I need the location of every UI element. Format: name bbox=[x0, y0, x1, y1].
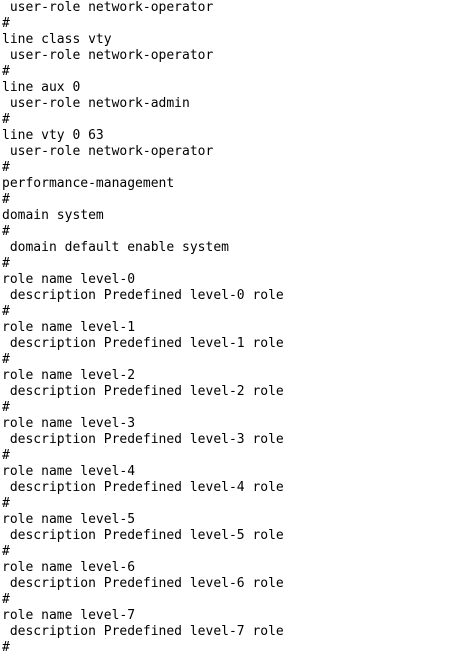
config-line: user-role network-operator bbox=[2, 48, 214, 63]
config-line: # bbox=[2, 64, 10, 79]
config-line: description Predefined level-5 role bbox=[2, 528, 284, 543]
config-line: role name level-1 bbox=[2, 320, 136, 335]
config-line: user-role network-admin bbox=[2, 96, 190, 111]
config-line: role name level-6 bbox=[2, 560, 136, 575]
config-line: # bbox=[2, 112, 10, 127]
config-line: # bbox=[2, 544, 10, 559]
config-line: # bbox=[2, 224, 10, 239]
config-line: role name level-3 bbox=[2, 416, 136, 431]
config-line: description Predefined level-0 role bbox=[2, 288, 284, 303]
config-line: description Predefined level-6 role bbox=[2, 576, 284, 591]
config-line: user-role network-operator bbox=[2, 144, 214, 159]
config-line: # bbox=[2, 448, 10, 463]
config-line: description Predefined level-4 role bbox=[2, 480, 284, 495]
config-line: # bbox=[2, 400, 10, 415]
config-line: description Predefined level-7 role bbox=[2, 624, 284, 639]
config-line: # bbox=[2, 592, 10, 607]
config-line: user-role network-operator bbox=[2, 0, 214, 15]
config-line: role name level-7 bbox=[2, 608, 136, 623]
config-line: domain system bbox=[2, 208, 104, 223]
config-line: description Predefined level-3 role bbox=[2, 432, 284, 447]
config-line: line vty 0 63 bbox=[2, 128, 104, 143]
config-line: # bbox=[2, 192, 10, 207]
config-line: # bbox=[2, 304, 10, 319]
config-line: # bbox=[2, 16, 10, 31]
config-line: # bbox=[2, 352, 10, 367]
config-line: description Predefined level-1 role bbox=[2, 336, 284, 351]
config-line: role name level-2 bbox=[2, 368, 136, 383]
config-line: line aux 0 bbox=[2, 80, 81, 95]
config-line: role name level-5 bbox=[2, 512, 136, 527]
config-line: description Predefined level-2 role bbox=[2, 384, 284, 399]
config-line: # bbox=[2, 496, 10, 511]
config-line: role name level-0 bbox=[2, 272, 136, 287]
config-line: domain default enable system bbox=[2, 240, 229, 255]
config-line: # bbox=[2, 640, 10, 655]
config-line: performance-management bbox=[2, 176, 175, 191]
config-line: # bbox=[2, 160, 10, 175]
config-line: line class vty bbox=[2, 32, 112, 47]
config-line: role name level-4 bbox=[2, 464, 136, 479]
config-line: # bbox=[2, 256, 10, 271]
